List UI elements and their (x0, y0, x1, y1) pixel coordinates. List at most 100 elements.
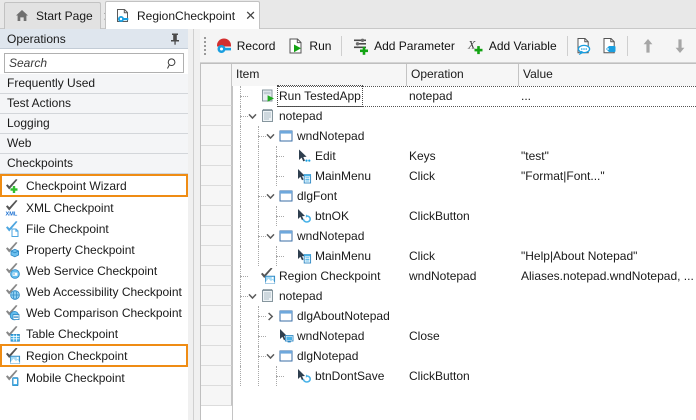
table-row[interactable]: wndNotepad (201, 126, 696, 146)
table-row[interactable]: notepad (201, 106, 696, 126)
sidebar-item-mobile-checkpoint[interactable]: Mobile Checkpoint (0, 367, 188, 388)
row-expander[interactable] (265, 231, 278, 242)
operations-list[interactable]: Frequently Used Test Actions Logging Web… (0, 74, 188, 420)
cell-value[interactable] (519, 326, 696, 346)
column-header-operation[interactable]: Operation (407, 64, 519, 86)
cell-operation[interactable] (407, 226, 519, 246)
cell-item[interactable]: dlgAboutNotepad (232, 306, 407, 326)
cell-value[interactable]: "Help|About Notepad" (521, 249, 638, 263)
add-parameter-button[interactable]: Add Parameter (346, 33, 461, 59)
search-input[interactable] (9, 56, 166, 70)
chevron-down-icon[interactable] (265, 191, 276, 202)
row-gutter[interactable] (201, 146, 232, 166)
row-gutter[interactable] (201, 326, 232, 346)
cell-value[interactable] (519, 346, 696, 366)
sidebar-item-region-checkpoint[interactable]: Region Checkpoint (0, 344, 188, 367)
group-checkpoints[interactable]: Checkpoints (0, 154, 188, 174)
table-row[interactable]: dlgNotepad (201, 346, 696, 366)
pin-icon[interactable] (168, 32, 182, 46)
cell-item[interactable]: wndNotepad (232, 326, 407, 346)
row-gutter[interactable] (201, 166, 232, 186)
search-icon[interactable] (166, 57, 179, 70)
record-button[interactable]: Record (209, 33, 282, 59)
group-test-actions[interactable]: Test Actions (0, 94, 188, 114)
cell-item[interactable]: notepad (232, 106, 407, 126)
cell-operation[interactable]: Click (409, 249, 435, 263)
column-header-value[interactable]: Value (519, 64, 696, 86)
move-down-button[interactable] (664, 33, 696, 59)
chevron-down-icon[interactable] (247, 291, 258, 302)
row-gutter[interactable] (201, 386, 232, 406)
cell-item[interactable]: dlgFont (232, 186, 407, 206)
row-expander[interactable] (265, 191, 278, 202)
cell-operation[interactable] (407, 286, 519, 306)
cell-value[interactable]: ... (521, 89, 532, 103)
cell-item[interactable]: wndNotepad (232, 226, 407, 246)
row-gutter[interactable] (201, 286, 232, 306)
add-tag-button[interactable] (597, 33, 623, 59)
sidebar-item-checkpoint-wizard[interactable]: Checkpoint Wizard (0, 174, 188, 197)
cell-value[interactable] (519, 226, 696, 246)
cell-item[interactable]: dlgNotepad (232, 346, 407, 366)
row-expander[interactable] (247, 111, 260, 122)
row-gutter[interactable] (201, 86, 232, 106)
row-expander[interactable] (265, 351, 278, 362)
cell-operation[interactable] (407, 306, 519, 326)
chevron-down-icon[interactable] (265, 231, 276, 242)
empty-row[interactable] (201, 386, 696, 406)
sidebar-item-xml-checkpoint[interactable]: XML XML Checkpoint (0, 197, 188, 218)
cell-operation[interactable]: Click (409, 169, 435, 183)
add-comment-button[interactable] (571, 33, 597, 59)
close-icon[interactable]: ✕ (245, 8, 256, 23)
cell-item[interactable]: notepad (232, 286, 407, 306)
sidebar-item-web-comparison-checkpoint[interactable]: Web Comparison Checkpoint (0, 302, 188, 323)
cell-item[interactable]: wndNotepad (232, 126, 407, 146)
cell-item[interactable]: Region Checkpoint (232, 266, 407, 286)
cell-value[interactable] (519, 206, 696, 226)
cell-value[interactable]: "test" (521, 149, 549, 163)
cell-operation[interactable]: ClickButton (409, 369, 470, 383)
cell-operation[interactable]: ClickButton (409, 209, 470, 223)
cell-operation[interactable] (407, 186, 519, 206)
panel-splitter[interactable] (188, 29, 200, 420)
group-frequently-used[interactable]: Frequently Used (0, 74, 188, 94)
table-row[interactable]: wndNotepad (201, 226, 696, 246)
row-gutter[interactable] (201, 346, 232, 366)
row-gutter[interactable] (201, 206, 232, 226)
sidebar-item-web-service-checkpoint[interactable]: Web Service Checkpoint (0, 260, 188, 281)
row-expander[interactable] (265, 131, 278, 142)
sidebar-item-table-checkpoint[interactable]: Table Checkpoint (0, 323, 188, 344)
row-gutter[interactable] (201, 186, 232, 206)
add-variable-button[interactable]: X Add Variable (461, 33, 563, 59)
cell-item[interactable]: MainMenu (232, 166, 407, 186)
cell-operation[interactable] (407, 126, 519, 146)
row-gutter[interactable] (201, 366, 232, 386)
table-row[interactable]: notepad (201, 286, 696, 306)
cell-operation[interactable]: Keys (409, 149, 436, 163)
row-gutter[interactable] (201, 266, 232, 286)
row-gutter[interactable] (201, 306, 232, 326)
cell-operation[interactable]: wndNotepad (409, 269, 477, 283)
toolbar-grip[interactable] (202, 36, 209, 56)
tab-region-checkpoint[interactable]: RegionCheckpoint ✕ (105, 1, 260, 29)
chevron-down-icon[interactable] (265, 131, 276, 142)
cell-operation[interactable] (407, 106, 519, 126)
move-up-button[interactable] (632, 33, 664, 59)
group-web[interactable]: Web (0, 134, 188, 154)
chevron-right-icon[interactable] (265, 311, 276, 322)
cell-operation[interactable]: Close (409, 329, 440, 343)
sidebar-item-web-accessibility-checkpoint[interactable]: Web Accessibility Checkpoint (0, 281, 188, 302)
cell-item[interactable]: btnDontSave (232, 366, 407, 386)
cell-value[interactable] (519, 106, 696, 126)
cell-value[interactable] (519, 186, 696, 206)
cell-value[interactable] (519, 366, 696, 386)
cell-value[interactable] (519, 306, 696, 326)
tab-start-page[interactable]: Start Page ✕ (4, 2, 114, 29)
cell-value[interactable]: Aliases.notepad.wndNotepad, ... (521, 269, 694, 283)
